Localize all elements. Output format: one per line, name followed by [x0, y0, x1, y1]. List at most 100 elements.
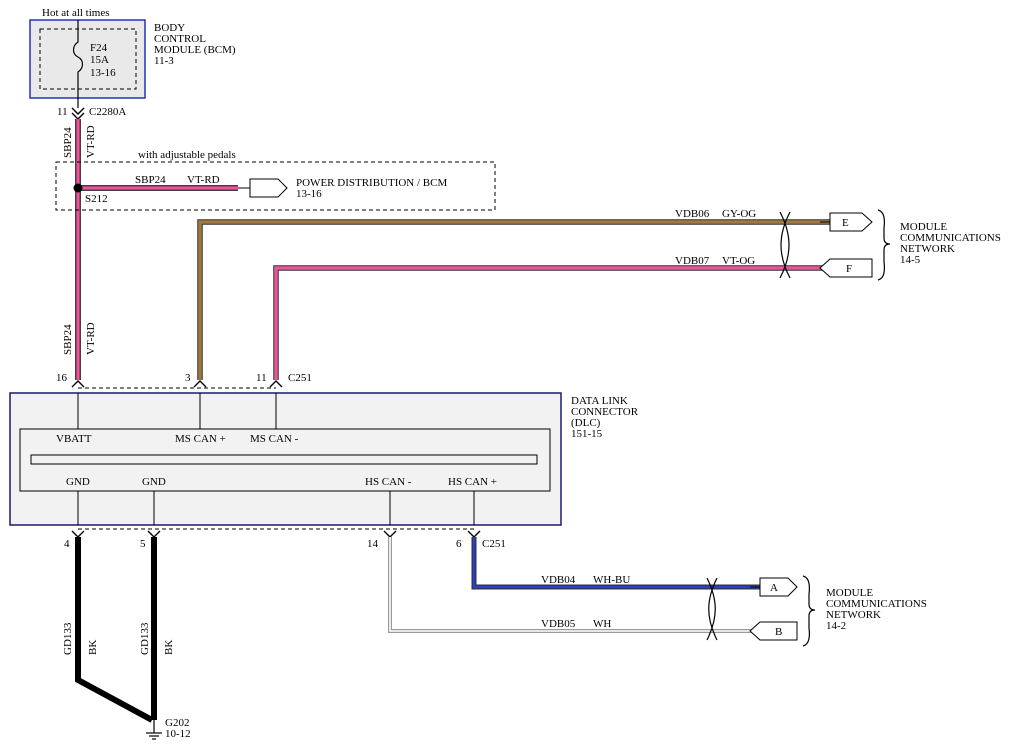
connector-e-letter: E: [842, 217, 849, 229]
dlc-pin-ms-can-plus: MS CAN +: [175, 433, 226, 445]
network-bottom-label-4: 14-2: [826, 620, 846, 632]
pedals-circuit: SBP24: [135, 174, 166, 186]
twisted-pair-icon-2: [706, 577, 718, 641]
connector-b-letter: B: [775, 626, 782, 638]
sbp24-lower-color: VT-RD: [85, 322, 97, 355]
splice-label: S212: [85, 193, 108, 205]
pedals-option-label: with adjustable pedals: [138, 149, 236, 161]
dlc-module: VBATT MS CAN + MS CAN - GND GND HS CAN -…: [9, 392, 639, 526]
sbp24-lower-circuit: SBP24: [62, 324, 74, 355]
dlc-pin11-icon: [269, 380, 283, 388]
dlc-pin-hs-can-plus: HS CAN +: [448, 476, 497, 488]
ground-point-label: G202: [165, 717, 189, 729]
dlc-pin16-number: 16: [56, 372, 68, 384]
connector-e-icon: [820, 212, 873, 232]
dlc-top-connector: 16 3 11 C251: [56, 372, 312, 389]
sbp24-upper-circuit: SBP24: [62, 127, 74, 158]
power-distribution-arrow-icon: [238, 178, 288, 198]
bcm-box: [29, 19, 146, 99]
ground-ref-label: 10-12: [165, 728, 191, 740]
network-bottom-label-1: MODULE: [826, 587, 873, 599]
connector-a-icon: [750, 577, 798, 597]
vdb07-circuit: VDB07: [675, 255, 710, 267]
dlc-bottom-connector-label: C251: [482, 538, 506, 550]
vdb05-circuit: VDB05: [541, 618, 576, 630]
network-bottom-label-3: NETWORK: [826, 609, 881, 621]
dlc-bottom-connector: 4 5 14 6 C251: [64, 528, 506, 550]
network-top-label-1: MODULE: [900, 221, 947, 233]
vdb06-color: GY-OG: [722, 208, 756, 220]
network-top-label-3: NETWORK: [900, 243, 955, 255]
dlc-title-line2: CONNECTOR: [571, 406, 639, 418]
fuse-f24-icon: [72, 20, 84, 98]
bcm-module: Hot at all times BODY CONTROL MODULE (BC…: [29, 7, 236, 120]
connector-c2280a-icon: [71, 107, 85, 115]
connector-a-letter: A: [770, 582, 778, 594]
bcm-connector-label: C2280A: [89, 106, 126, 118]
vdb07-color: VT-OG: [722, 255, 755, 267]
connector-f-letter: F: [846, 263, 852, 275]
dlc-title-line4: 151-15: [571, 428, 603, 440]
hot-at-all-times-label: Hot at all times: [42, 7, 110, 19]
dlc-pin14-number: 14: [367, 538, 379, 550]
dlc-pin5-number: 5: [140, 538, 146, 550]
network-top-label-2: COMMUNICATIONS: [900, 232, 1001, 244]
dlc-pin16-icon: [71, 380, 85, 388]
connector-f-icon: [819, 258, 873, 278]
gd133-wire1-circuit: GD133: [62, 622, 74, 655]
vdb04-circuit: VDB04: [541, 574, 576, 586]
dlc-pin14-icon: [383, 530, 397, 538]
vdb04-color: WH-BU: [593, 574, 630, 586]
dlc-pin3-number: 3: [185, 372, 191, 384]
bcm-title-line2: CONTROL: [154, 33, 206, 45]
dlc-pin5-icon: [147, 530, 161, 538]
dlc-pin3-icon: [193, 380, 207, 388]
dlc-pin4-number: 4: [64, 538, 70, 550]
network-bottom-label-2: COMMUNICATIONS: [826, 598, 927, 610]
bcm-fuse-box: [39, 28, 137, 90]
fuse-ref: 13-16: [90, 67, 116, 79]
network-top-label-4: 14-5: [900, 254, 921, 266]
dlc-top-connector-label: C251: [288, 372, 312, 384]
gd133-wire1-color: BK: [87, 640, 99, 655]
dlc-pin6-icon: [467, 530, 481, 538]
pedals-color: VT-RD: [187, 174, 220, 186]
pedals-option-box: [55, 161, 496, 211]
fuse-rating: 15A: [90, 54, 109, 66]
gd133-wire2-color: BK: [163, 640, 175, 655]
dlc-pin11-number: 11: [256, 372, 267, 384]
fuse-name: F24: [90, 42, 108, 54]
pedals-destination-ref: 13-16: [296, 188, 322, 200]
bcm-pin-number: 11: [57, 106, 68, 118]
sbp24-upper-color: VT-RD: [85, 125, 97, 158]
connector-b-icon: [749, 621, 798, 641]
wire-vdb04: VDB04 WH-BU: [471, 537, 760, 590]
dlc-pin-hs-can-minus: HS CAN -: [365, 476, 412, 488]
dlc-pin-vbatt: VBATT: [56, 433, 92, 445]
bcm-title-line3: MODULE (BCM): [154, 44, 236, 56]
adjustable-pedals-option: with adjustable pedals S212 SBP24 VT-RD …: [55, 149, 496, 211]
dlc-title-line3: (DLC): [571, 417, 601, 429]
network-top-brace-icon: [877, 209, 891, 281]
vdb05-color: WH: [593, 618, 611, 630]
wire-vdb05: VDB05 WH: [388, 537, 760, 633]
dlc-pin-gnd-1: GND: [66, 476, 90, 488]
wire-vdb06: VDB06 GY-OG: [197, 208, 830, 380]
dlc-pin4-icon: [71, 530, 85, 538]
dlc-pin-gnd-2: GND: [142, 476, 166, 488]
gd133-wire2-circuit: GD133: [139, 622, 151, 655]
wire-gd133-ground: GD133 BK GD133 BK G202 10-12: [62, 537, 191, 740]
dlc-slot: [30, 454, 538, 465]
network-bottom-brace-icon: [802, 575, 816, 647]
pedals-destination: POWER DISTRIBUTION / BCM: [296, 177, 447, 189]
bcm-title-line1: BODY: [154, 22, 185, 34]
wire-vdb07: VDB07 VT-OG: [273, 255, 830, 380]
wire-sbp24-main: SBP24 VT-RD SBP24 VT-RD: [62, 98, 97, 380]
bcm-title-line4: 11-3: [154, 55, 174, 67]
twisted-pair-icon: [779, 211, 791, 279]
splice-s212-icon: [73, 183, 83, 193]
vdb06-circuit: VDB06: [675, 208, 710, 220]
dlc-pin-ms-can-minus: MS CAN -: [250, 433, 299, 445]
dlc-pin6-number: 6: [456, 538, 462, 550]
